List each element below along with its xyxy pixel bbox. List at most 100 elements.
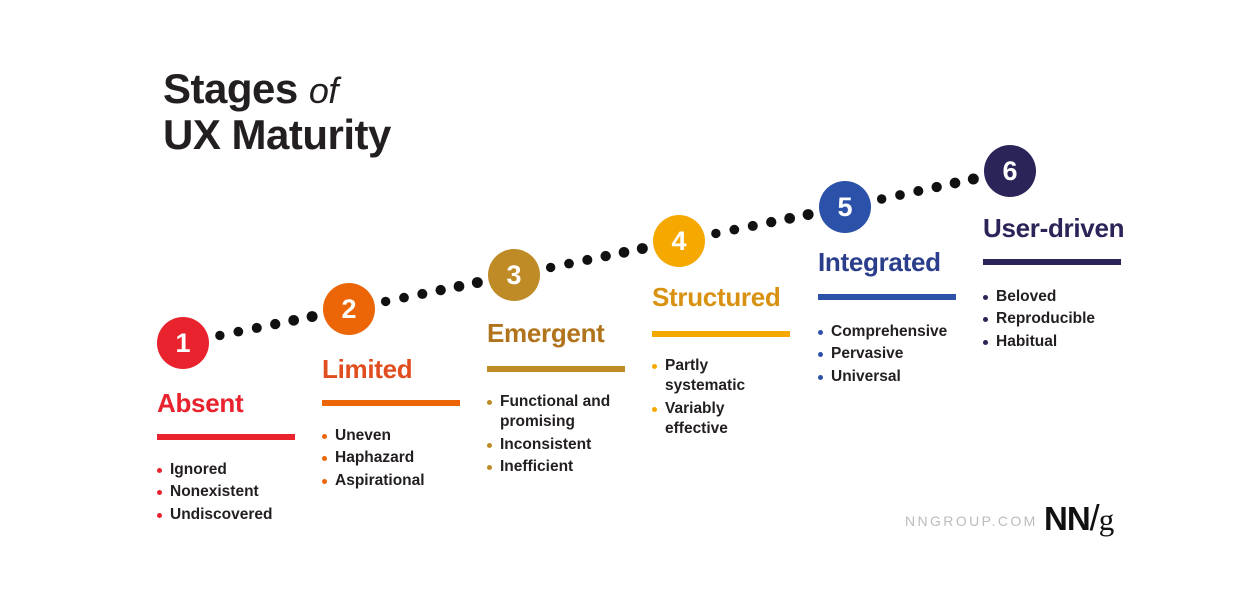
- list-item-label: Inconsistent: [500, 435, 592, 453]
- stage-badge-1[interactable]: 1: [157, 317, 209, 369]
- list-item: Aspirational: [322, 471, 472, 491]
- trail-dot-icon: [802, 209, 814, 221]
- trail-dot-icon: [288, 315, 299, 326]
- trail-dot-icon: [564, 258, 574, 269]
- trail-dot-icon: [784, 213, 796, 224]
- list-item-label: Undiscovered: [170, 505, 273, 523]
- trail-dot-icon: [895, 190, 905, 200]
- list-item: Undiscovered: [157, 505, 307, 525]
- trail-dot-icon: [471, 277, 483, 289]
- list-item: Reproducible: [983, 309, 1133, 329]
- list-item: Partly systematic: [652, 356, 762, 397]
- trail-dot-icon: [417, 288, 428, 299]
- stage-heading-6: User-driven: [983, 213, 1125, 243]
- trail-dot-icon: [399, 292, 409, 303]
- list-item-label: Uneven: [335, 427, 391, 444]
- trail-dot-icon: [435, 284, 446, 296]
- trail-dot-icon: [582, 254, 593, 265]
- list-item: Inconsistent: [487, 435, 625, 455]
- list-item: Variably effective: [652, 399, 762, 440]
- logo-slash: /: [1089, 497, 1100, 538]
- trail-dot-icon: [545, 262, 556, 273]
- title-of: of: [308, 70, 339, 111]
- list-item: Ignored: [157, 460, 307, 480]
- stage-badge-2[interactable]: 2: [323, 283, 375, 335]
- bullet-dot-icon: [983, 317, 988, 323]
- stage-rule-1: [157, 434, 295, 440]
- bullet-dot-icon: [157, 512, 162, 518]
- list-item: Pervasive: [818, 344, 968, 364]
- bullet-dot-icon: [322, 456, 327, 462]
- bullet-dot-icon: [652, 406, 657, 412]
- bullet-dot-icon: [322, 478, 327, 484]
- list-item-label: Habitual: [996, 332, 1058, 350]
- trail-dot-icon: [453, 281, 465, 292]
- stage-heading-3: Emergent: [487, 318, 605, 348]
- trail-dot-icon: [270, 318, 281, 330]
- bullet-dot-icon: [983, 339, 988, 345]
- stage-heading-5: Integrated: [818, 247, 941, 277]
- nng-logo: NN/g: [1044, 497, 1114, 538]
- bullet-dot-icon: [652, 364, 657, 369]
- trail-dot-icon: [636, 243, 648, 255]
- bullet-dot-icon: [487, 465, 492, 471]
- stage-badge-3[interactable]: 3: [488, 249, 540, 301]
- trail-dot-icon: [747, 220, 758, 231]
- stage-badge-6[interactable]: 6: [984, 145, 1036, 197]
- trail-dot-icon: [876, 194, 887, 204]
- list-item-label: Universal: [831, 367, 901, 385]
- footer-website-url: NNGROUP.COM: [905, 513, 1038, 529]
- stage-badge-5[interactable]: 5: [819, 181, 871, 233]
- list-item-label: Nonexistent: [170, 483, 259, 501]
- bullet-dot-icon: [157, 490, 162, 496]
- bullet-dot-icon: [157, 468, 162, 473]
- trail-dot-icon: [729, 224, 740, 235]
- bullet-dot-icon: [487, 442, 492, 448]
- list-item-label: Aspirational: [335, 471, 425, 489]
- logo-nn: NN: [1044, 500, 1091, 537]
- trail-dot-icon: [306, 311, 318, 323]
- logo-g: g: [1098, 502, 1114, 537]
- trail-dot-icon: [711, 228, 721, 239]
- stage-heading-4: Structured: [652, 282, 781, 312]
- bullet-dot-icon: [818, 374, 823, 380]
- bullet-dot-icon: [983, 295, 988, 300]
- list-item: Habitual: [983, 332, 1133, 352]
- list-item-label: Variably effective: [665, 399, 728, 438]
- trail-dot-icon: [600, 250, 611, 262]
- list-item-label: Inefficient: [500, 458, 574, 476]
- trail-dot-icon: [931, 181, 942, 193]
- list-item-label: Ignored: [170, 461, 227, 478]
- list-item: Universal: [818, 367, 968, 387]
- title-line-2: UX Maturity: [163, 111, 391, 159]
- trail-dot-icon: [380, 296, 391, 307]
- trail-dot-icon: [949, 177, 961, 189]
- bullet-dot-icon: [818, 352, 823, 358]
- bullet-dot-icon: [487, 400, 492, 405]
- list-item-label: Partly systematic: [665, 357, 746, 395]
- trail-dot-icon: [215, 330, 225, 341]
- trail-dot-icon: [618, 247, 630, 258]
- trail-dot-icon: [766, 216, 777, 228]
- trail-dot-icon: [251, 322, 262, 333]
- stage-badge-4[interactable]: 4: [653, 215, 705, 267]
- stage-heading-2: Limited: [322, 354, 413, 384]
- list-item-label: Functional and promising: [500, 393, 611, 431]
- title-stages: Stages: [163, 65, 298, 112]
- page-title: Stages of UX Maturity: [163, 65, 583, 159]
- list-item: Haphazard: [322, 448, 472, 468]
- trail-dot-icon: [967, 173, 979, 185]
- title-line-1: Stages of: [163, 65, 583, 112]
- list-item: Beloved: [983, 287, 1133, 307]
- bullet-dot-icon: [818, 330, 823, 335]
- list-item: Inefficient: [487, 457, 625, 477]
- stage-rule-4: [652, 331, 790, 337]
- list-item: Comprehensive: [818, 322, 968, 342]
- stage-heading-1: Absent: [157, 388, 244, 418]
